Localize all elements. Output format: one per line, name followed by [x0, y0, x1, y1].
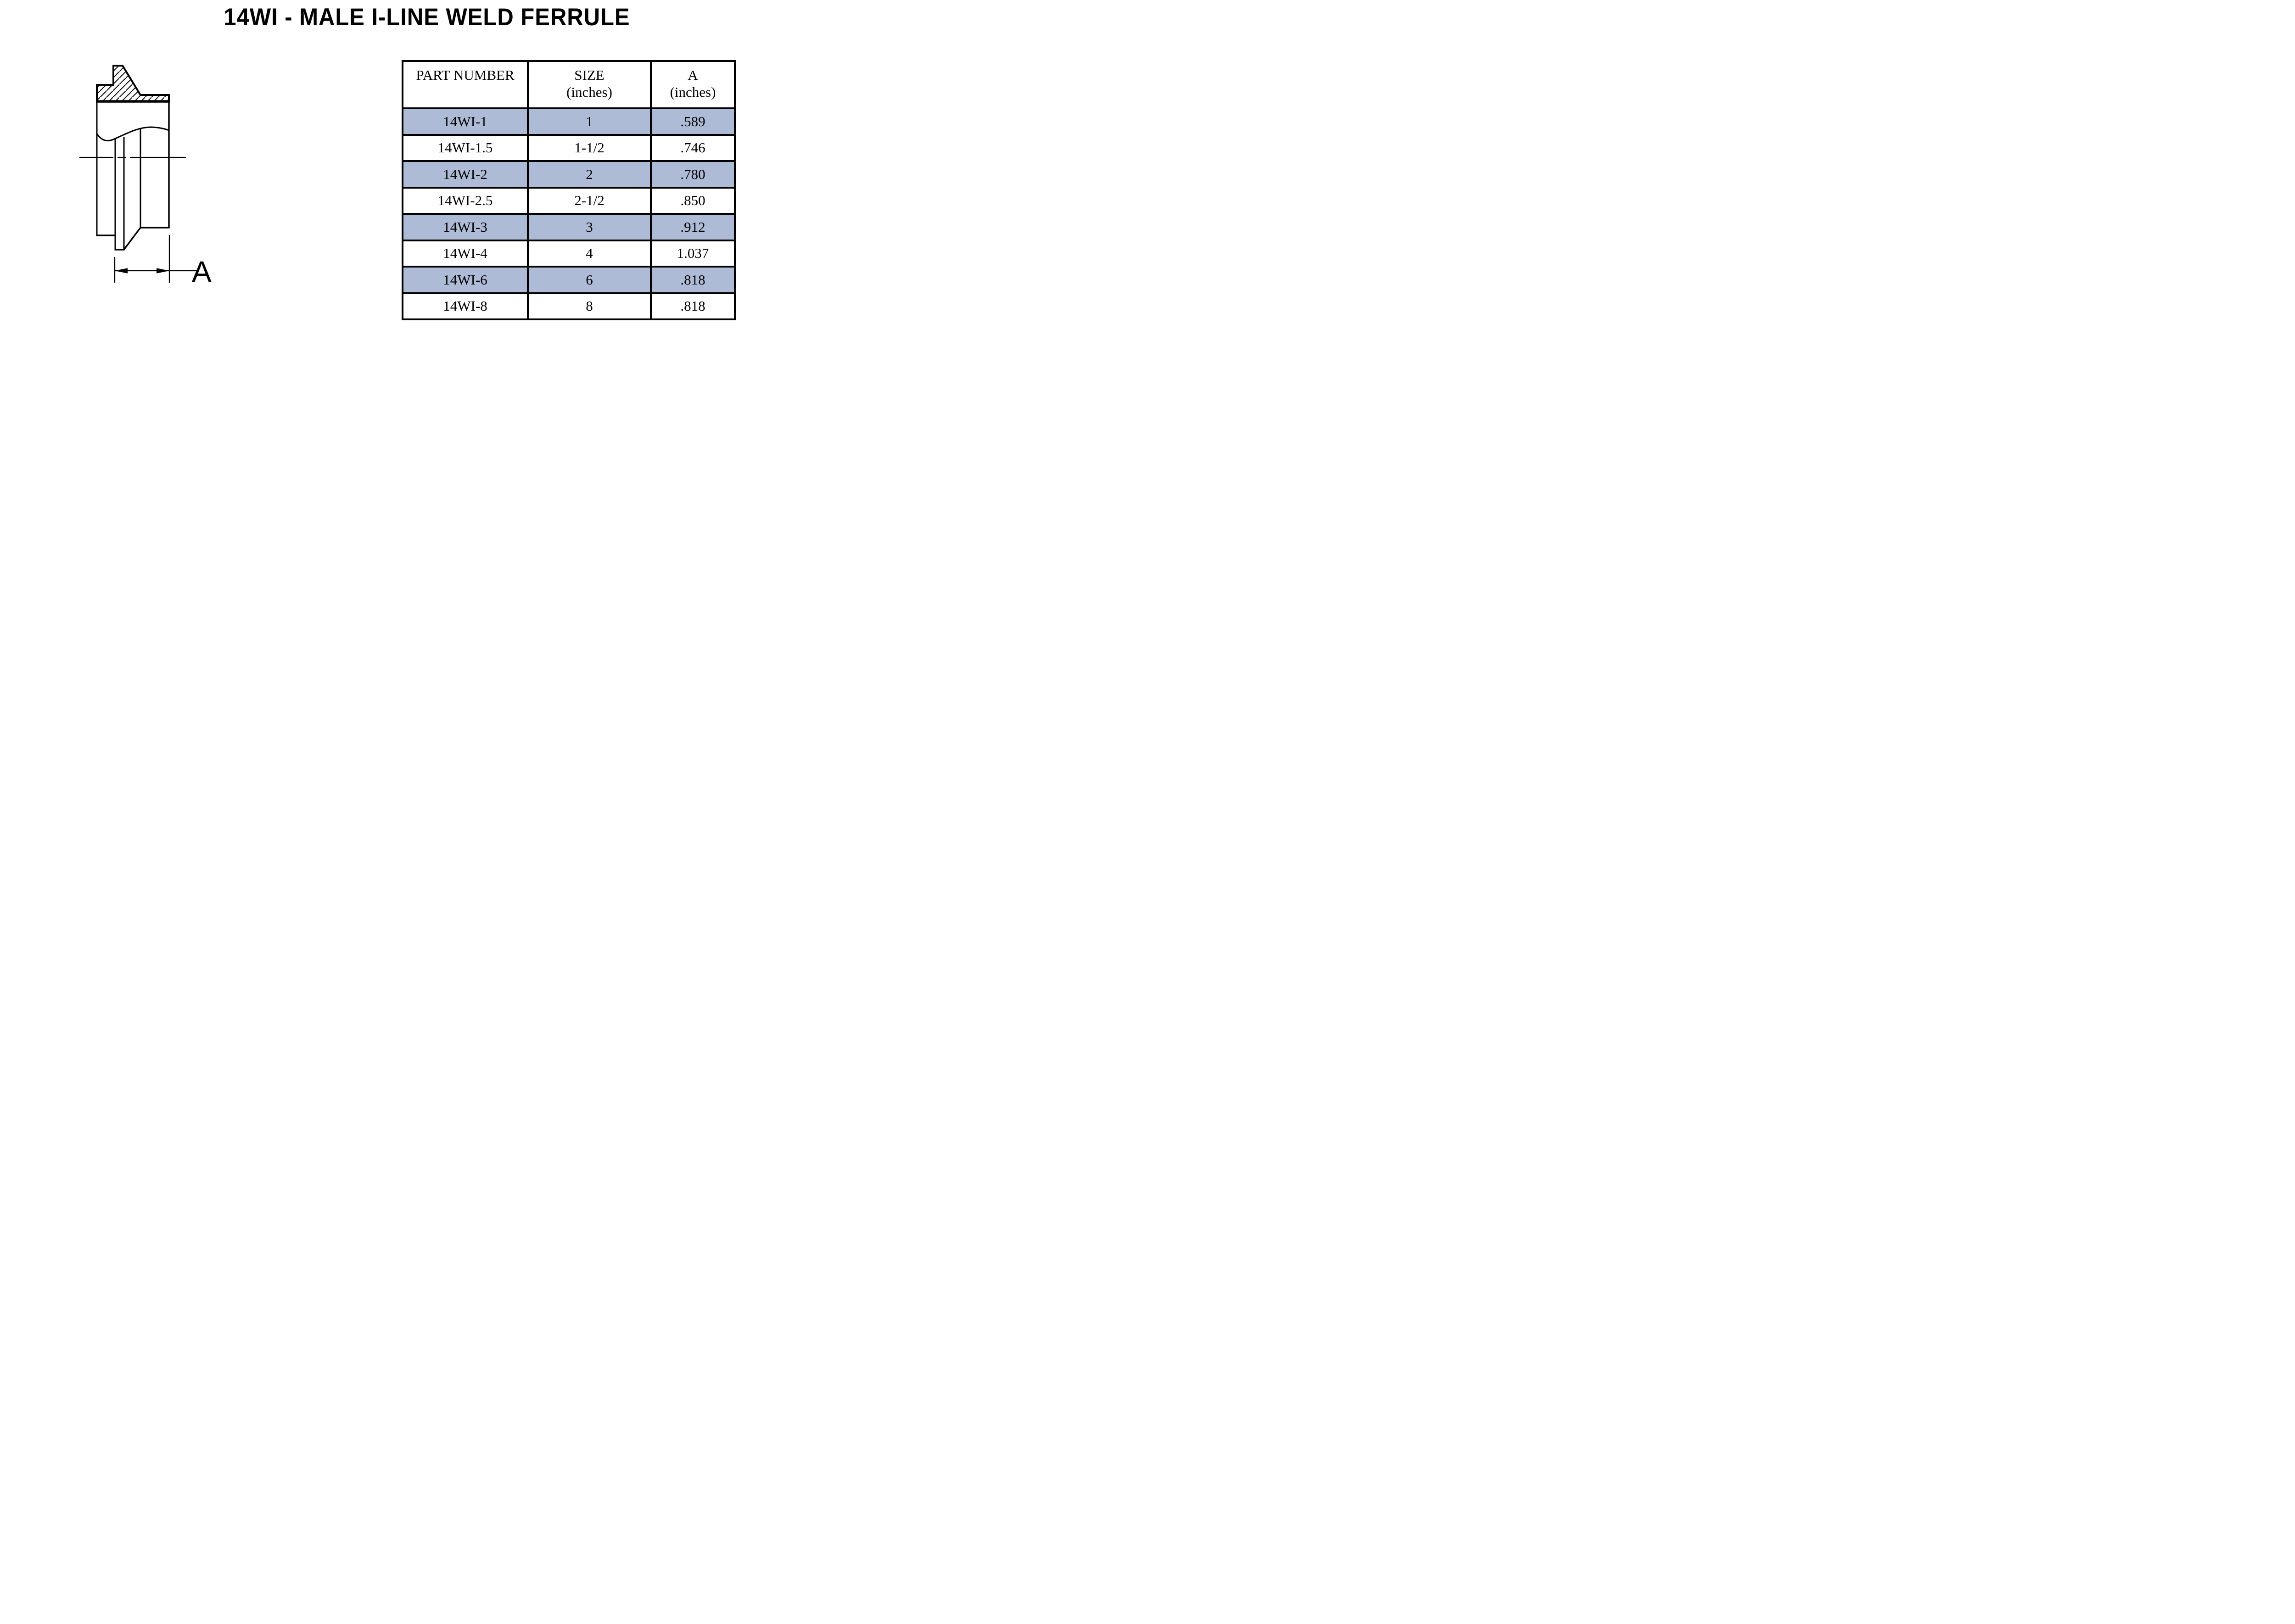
- table-row: 14WI-4 4 1.037: [402, 239, 736, 268]
- table-row: 14WI-2.5 2-1/2 .850: [402, 186, 736, 215]
- flange-cross-section-hatch: [96, 65, 170, 102]
- cell-part-number: 14WI-3: [402, 213, 529, 241]
- cell-part-number: 14WI-1.5: [402, 134, 529, 162]
- cell-size: 1-1/2: [527, 134, 652, 162]
- arrowhead-left: [115, 268, 128, 273]
- ferrule-technical-drawing: A: [79, 65, 212, 288]
- table-row: 14WI-1 1 .589: [402, 107, 736, 136]
- cell-size: 8: [527, 292, 652, 320]
- cell-part-number: 14WI-4: [402, 239, 529, 268]
- cell-a-dim: .818: [650, 266, 736, 294]
- table-row: 14WI-2 2 .780: [402, 160, 736, 189]
- cell-a-dim: .780: [650, 160, 736, 189]
- cell-part-number: 14WI-1: [402, 107, 529, 136]
- table-row: 14WI-1.5 1-1/2 .746: [402, 134, 736, 162]
- cell-size: 6: [527, 266, 652, 294]
- cell-a-dim: .912: [650, 213, 736, 241]
- page-title: 14WI - MALE I-LINE WELD FERRULE: [224, 3, 630, 31]
- header-label: A: [688, 67, 698, 83]
- table-header-row: PART NUMBER SIZE (inches) A (inches): [402, 60, 736, 109]
- break-line: [96, 126, 169, 141]
- table-row: 14WI-3 3 .912: [402, 213, 736, 241]
- table-row: 14WI-8 8 .818: [402, 292, 736, 320]
- cell-size: 4: [527, 239, 652, 268]
- cell-part-number: 14WI-8: [402, 292, 529, 320]
- table-row: 14WI-6 6 .818: [402, 266, 736, 294]
- bevel-chamfer-line: [123, 227, 141, 251]
- dimension-label: A: [192, 255, 212, 288]
- cell-a-dim: .850: [650, 186, 736, 215]
- arrowhead-right: [157, 268, 169, 273]
- catalog-page: 14WI - MALE I-LINE WELD FERRULE: [0, 0, 736, 325]
- part-spec-table: PART NUMBER SIZE (inches) A (inches) 14W…: [402, 60, 736, 320]
- cell-size: 1: [527, 107, 652, 136]
- header-unit: (inches): [670, 84, 716, 100]
- cell-a-dim: .818: [650, 292, 736, 320]
- column-header-size: SIZE (inches): [527, 60, 652, 109]
- header-label: SIZE: [574, 67, 605, 83]
- column-header-part-number: PART NUMBER: [402, 60, 529, 109]
- cell-size: 2: [527, 160, 652, 189]
- header-label: PART NUMBER: [416, 67, 515, 83]
- header-unit: (inches): [566, 84, 612, 100]
- cell-part-number: 14WI-2.5: [402, 186, 529, 215]
- cell-a-dim: .589: [650, 107, 736, 136]
- cell-a-dim: .746: [650, 134, 736, 162]
- cell-part-number: 14WI-2: [402, 160, 529, 189]
- cell-a-dim: 1.037: [650, 239, 736, 268]
- cell-part-number: 14WI-6: [402, 266, 529, 294]
- cell-size: 3: [527, 213, 652, 241]
- cell-size: 2-1/2: [527, 186, 652, 215]
- column-header-a: A (inches): [650, 60, 736, 109]
